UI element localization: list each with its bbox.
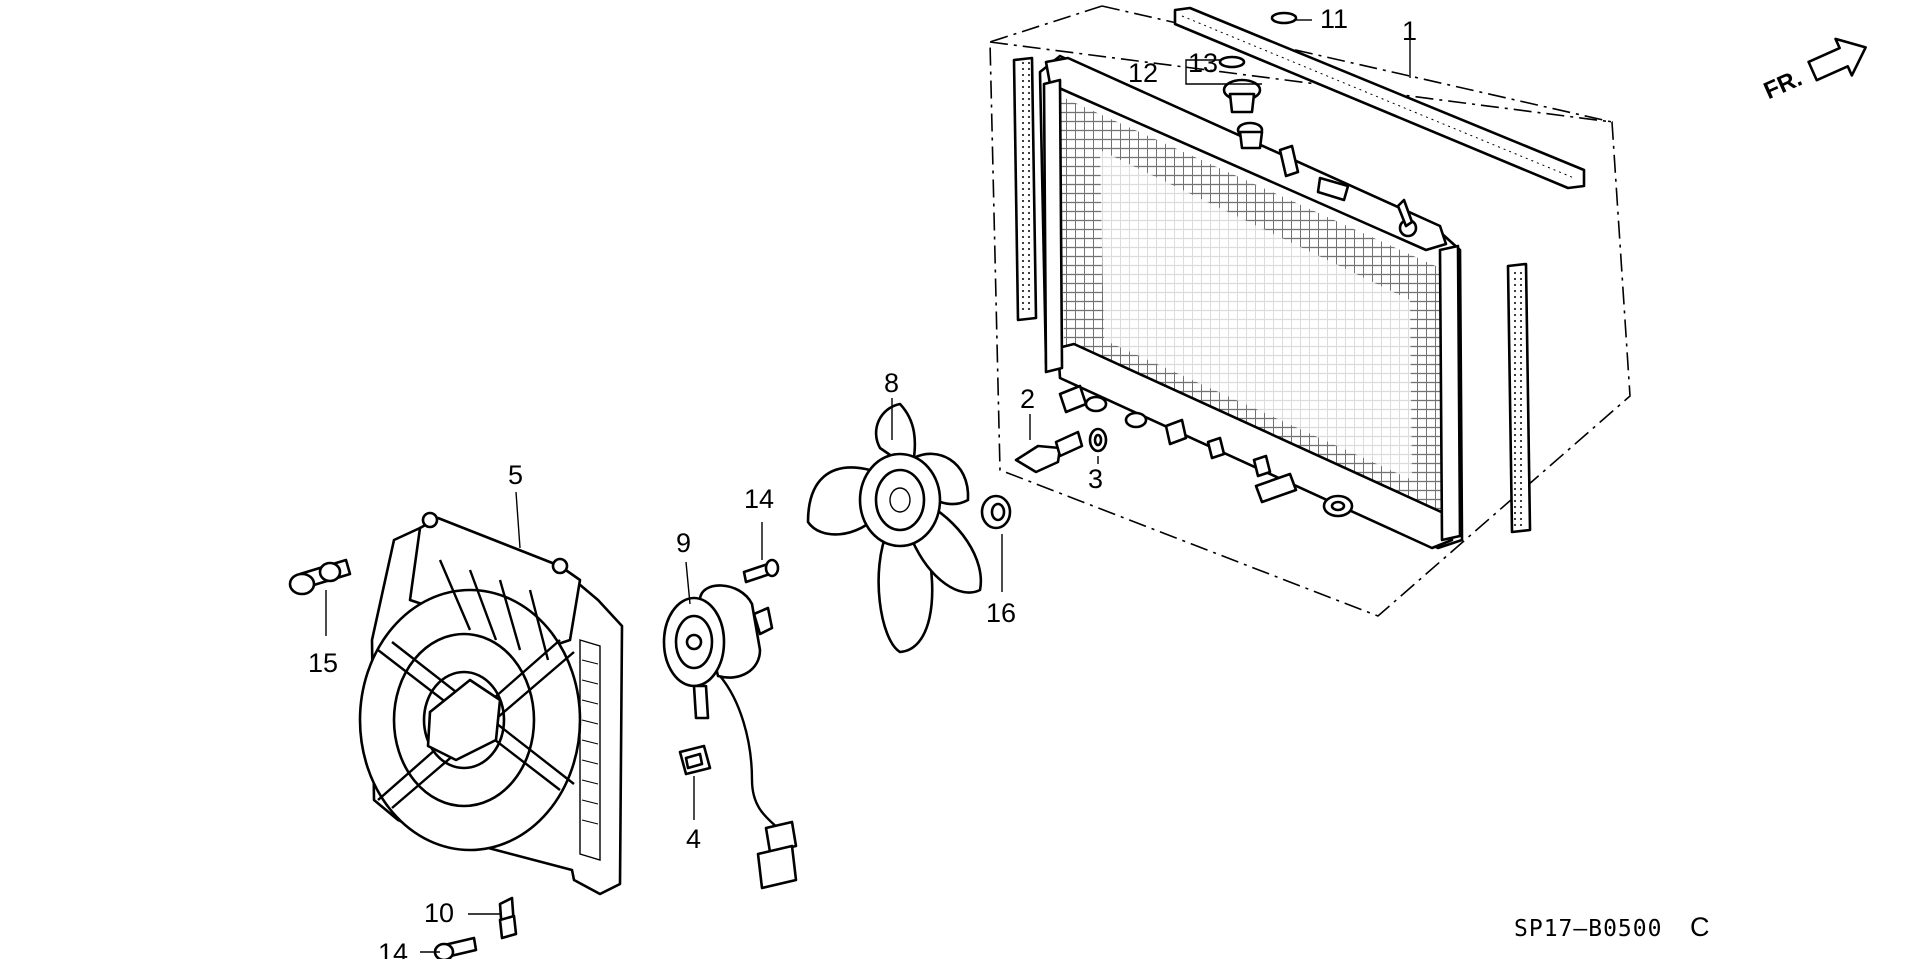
callout-14-lower: 14 <box>378 938 408 959</box>
cap-o-ring <box>1218 55 1246 69</box>
shroud-clip <box>498 896 518 940</box>
callout-12: 12 <box>1128 58 1158 88</box>
callout-14-upper: 14 <box>744 484 774 514</box>
radiator-left-seal <box>1012 56 1038 322</box>
radiator-cap <box>1222 78 1264 150</box>
diagram-code-text: SP17–B0500 <box>1514 916 1662 942</box>
callout-15: 15 <box>308 648 338 678</box>
tank-o-ring <box>1270 11 1298 25</box>
callout-16: 16 <box>986 598 1016 628</box>
callout-11: 11 <box>1320 4 1348 34</box>
radiator-top-fittings <box>1278 144 1418 238</box>
fan-motor <box>662 584 774 720</box>
radiator-bounding-box <box>989 5 1631 617</box>
callout-3: 3 <box>1088 464 1103 494</box>
front-arrow-icon <box>1807 37 1867 82</box>
callout-13: 13 <box>1188 48 1218 78</box>
radiator-core <box>1038 54 1464 550</box>
callout-8: 8 <box>884 368 899 398</box>
shroud-bolt-lower <box>433 936 478 959</box>
fan-nut <box>980 494 1012 530</box>
diagram-code: SP17–B0500 C <box>1514 912 1710 942</box>
callout-5: 5 <box>508 460 523 490</box>
callout-10: 10 <box>424 898 454 928</box>
motor-wire-harness <box>719 675 798 890</box>
shroud-bolt <box>288 558 352 596</box>
callout-9: 9 <box>676 528 691 558</box>
diagram-code-suffix: C <box>1690 912 1710 942</box>
front-label: FR. <box>1760 65 1806 105</box>
drain-washer <box>1088 427 1108 453</box>
radiator-bottom-fittings <box>1058 384 1354 518</box>
callout-1: 1 <box>1402 16 1417 46</box>
radiator-top-seal <box>1173 6 1586 190</box>
motor-clip <box>678 744 712 776</box>
leader-lines <box>325 19 1411 953</box>
fan-blade <box>806 402 983 654</box>
drain-plug <box>1014 430 1084 474</box>
fan-shroud <box>358 511 624 896</box>
front-direction-indicator: FR. <box>1760 37 1867 105</box>
callout-4: 4 <box>686 824 701 854</box>
motor-bolt <box>742 558 780 584</box>
callout-2: 2 <box>1020 384 1035 414</box>
radiator-right-seal <box>1506 262 1532 534</box>
